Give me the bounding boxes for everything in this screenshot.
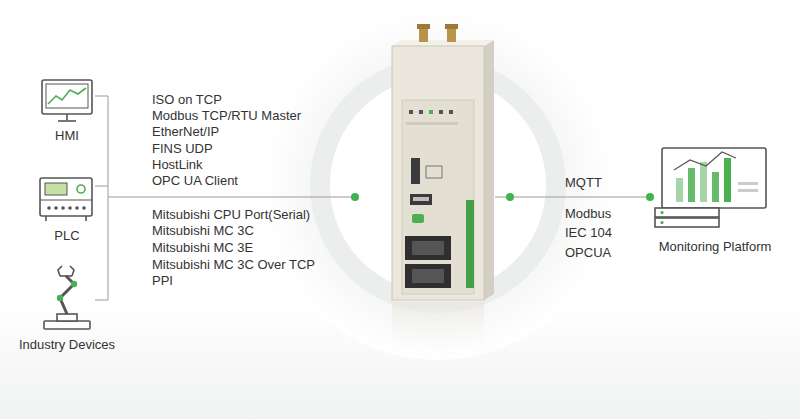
connection-dot <box>351 193 359 201</box>
protocol-label: Mitsubishi MC 3C <box>152 223 254 239</box>
plc-icon <box>40 178 92 221</box>
protocol-label: Mitsubishi CPU Port(Serial) <box>152 207 310 223</box>
node-label: PLC <box>54 228 79 244</box>
node-label: Industry Devices <box>19 337 115 353</box>
uplink-protocol-label: IEC 104 <box>565 225 612 241</box>
uplink-protocol-label: OPCUA <box>565 245 611 261</box>
bracket-lines <box>95 96 650 300</box>
protocol-label: Mitsubishi MC 3E <box>152 240 253 256</box>
device-node: PLC <box>27 172 107 244</box>
node-label: HMI <box>55 128 79 144</box>
device-node: Industry Devices <box>7 266 127 353</box>
protocol-label: EtherNet/IP <box>152 124 219 140</box>
hmi-icon <box>42 80 92 121</box>
connection-dot <box>646 193 654 201</box>
protocol-label: OPC UA Client <box>152 173 238 189</box>
monitoring-platform-icon <box>655 148 766 227</box>
protocol-label: Mitsubishi MC 3C Over TCP <box>152 257 315 273</box>
protocol-label: FINS UDP <box>152 141 213 157</box>
protocol-label: ISO on TCP <box>152 92 222 108</box>
gateway-device <box>392 24 494 362</box>
device-node: HMI <box>27 76 107 144</box>
protocol-label: PPI <box>152 273 173 289</box>
protocol-label: HostLink <box>152 157 203 173</box>
robot-arm-icon <box>44 266 90 329</box>
uplink-protocol-label: Modbus <box>565 206 611 222</box>
device-node: Monitoring Platform <box>640 143 790 255</box>
node-label: Monitoring Platform <box>659 239 772 255</box>
connection-dot <box>506 193 514 201</box>
protocol-label: Modbus TCP/RTU Master <box>152 108 301 124</box>
uplink-protocol-label: MQTT <box>565 175 602 191</box>
